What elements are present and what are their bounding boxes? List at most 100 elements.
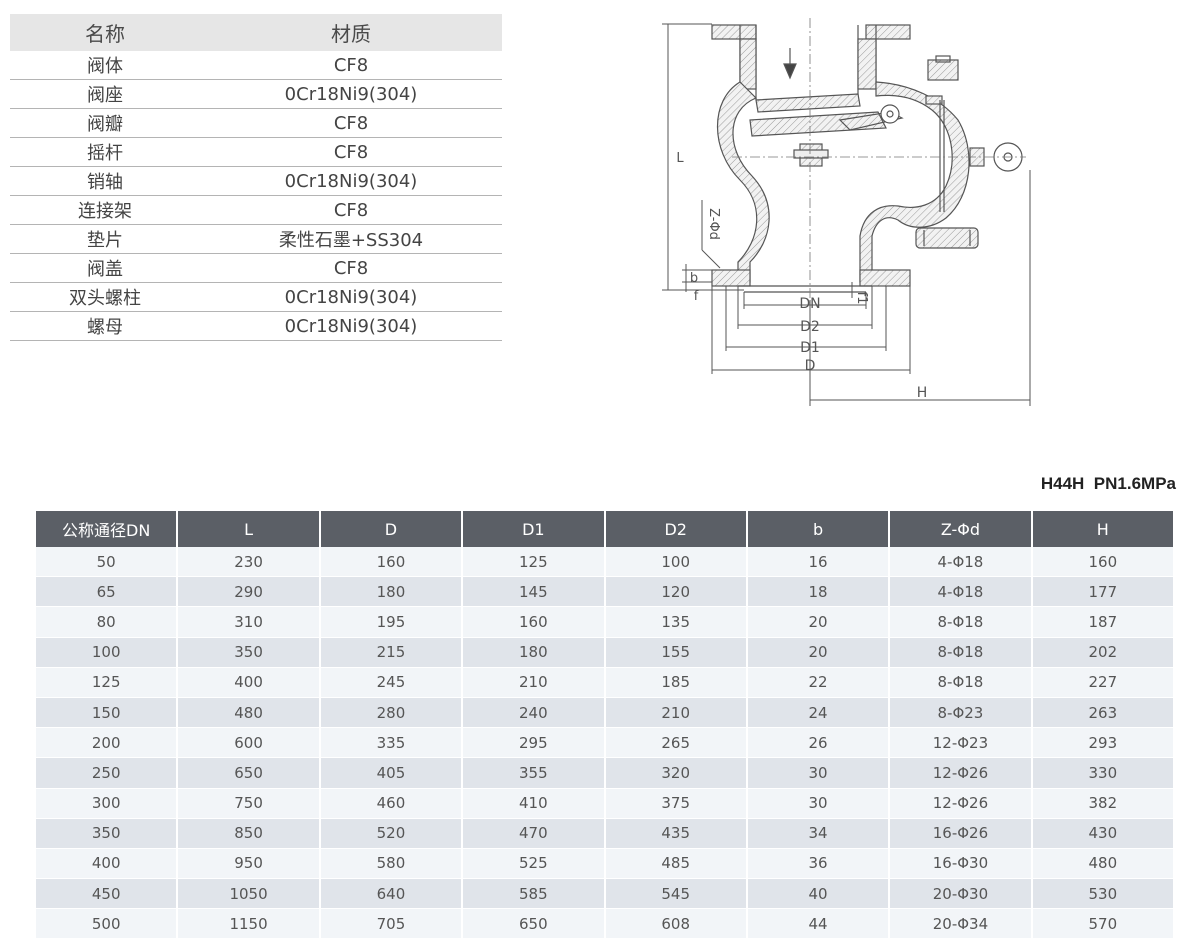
dimensions-cell: 160 <box>1032 547 1173 578</box>
label-f: f <box>694 289 699 304</box>
dimensions-cell: 310 <box>178 607 319 638</box>
dimensions-cell: 263 <box>1032 697 1173 729</box>
dimensions-cell: 435 <box>605 818 746 849</box>
dimensions-cell: 16-Φ26 <box>890 818 1031 849</box>
flow-arrow-icon <box>783 48 797 80</box>
dimensions-cell: 245 <box>320 667 462 698</box>
dimensions-cell: 120 <box>605 577 746 608</box>
dimensions-cell: 20-Φ34 <box>890 909 1031 940</box>
dimensions-cell: 26 <box>747 728 889 759</box>
dimensions-cell: 195 <box>320 607 462 638</box>
materials-row: 垫片柔性石墨+SS304 <box>10 224 502 254</box>
dimensions-cell: 405 <box>320 758 462 789</box>
label-b: b <box>690 271 698 286</box>
dimensions-cell: 320 <box>605 758 746 789</box>
dimensions-cell: 8-Φ18 <box>890 607 1031 638</box>
dimensions-cell: 480 <box>178 697 319 729</box>
dimensions-cell: 355 <box>463 758 604 789</box>
dimensions-cell: 4-Φ18 <box>890 547 1031 578</box>
dimensions-cell: 640 <box>320 879 462 910</box>
dimensions-cell: 650 <box>178 758 319 789</box>
material-value: CF8 <box>200 253 502 283</box>
label-f1: f1 <box>854 292 869 305</box>
valve-body-shell-right <box>859 81 970 283</box>
dimensions-cell: 230 <box>178 547 319 578</box>
dimensions-cell: 485 <box>605 848 746 880</box>
dimensions-cell: 330 <box>1032 758 1173 789</box>
dimensions-cell: 150 <box>36 697 177 729</box>
label-L: L <box>676 151 684 166</box>
dimensions-cell: 20 <box>747 637 889 668</box>
dimensions-cell: 290 <box>178 577 319 608</box>
material-value: 0Cr18Ni9(304) <box>200 282 502 312</box>
side-plug <box>969 142 1023 172</box>
material-value: 0Cr18Ni9(304) <box>200 311 502 341</box>
dimensions-cell: 22 <box>747 667 889 698</box>
dimensions-cell: 705 <box>320 909 462 940</box>
dimensions-header-cell: H <box>1032 511 1173 547</box>
dimensions-cell: 16-Φ30 <box>890 848 1031 880</box>
dimensions-cell: 750 <box>178 788 319 819</box>
dimensions-cell: 80 <box>36 607 177 638</box>
dimensions-cell: 4-Φ18 <box>890 577 1031 608</box>
dimensions-cell: 18 <box>747 577 889 608</box>
dimensions-cell: 12-Φ23 <box>890 728 1031 759</box>
dimensions-cell: 177 <box>1032 577 1173 608</box>
dimensions-header-cell: D <box>320 511 462 547</box>
dimensions-cell: 280 <box>320 697 462 729</box>
materials-header-name: 名称 <box>10 14 200 51</box>
dimensions-header-cell: 公称通径DN <box>36 511 177 547</box>
label-z-phi-d: Z-Φd <box>706 208 721 240</box>
dimensions-header-cell: L <box>178 511 319 547</box>
dimensions-cell: 530 <box>1032 879 1173 910</box>
dimensions-cell: 30 <box>747 788 889 819</box>
dimensions-cell: 8-Φ18 <box>890 667 1031 698</box>
material-value: 0Cr18Ni9(304) <box>200 166 502 196</box>
dimensions-cell: 36 <box>747 848 889 880</box>
dimensions-cell: 227 <box>1032 667 1173 698</box>
material-part-name: 阀盖 <box>10 253 200 283</box>
dimensions-cell: 382 <box>1032 788 1173 819</box>
material-value: 0Cr18Ni9(304) <box>200 79 502 109</box>
dimensions-cell: 1150 <box>178 909 319 940</box>
dimensions-cell: 180 <box>463 637 604 668</box>
material-value: CF8 <box>200 137 502 167</box>
dimensions-cell: 608 <box>605 909 746 940</box>
dimensions-cell: 570 <box>1032 909 1173 940</box>
dimensions-cell: 20-Φ30 <box>890 879 1031 910</box>
material-value: CF8 <box>200 195 502 225</box>
material-part-name: 阀座 <box>10 79 200 109</box>
dimensions-cell: 202 <box>1032 637 1173 668</box>
valve-drawing: L Z-Φd b f f1 DN D2 D1 D H <box>662 18 1031 406</box>
material-part-name: 双头螺柱 <box>10 282 200 312</box>
dimensions-cell: 44 <box>747 909 889 940</box>
dimensions-cell: 600 <box>178 728 319 759</box>
dimensions-cell: 185 <box>605 667 746 698</box>
dimensions-header-cell: D1 <box>463 511 604 547</box>
outlet-flange <box>711 269 911 293</box>
dimensions-cell: 950 <box>178 848 319 880</box>
dimensions-cell: 460 <box>320 788 462 819</box>
dimensions-cell: 210 <box>605 697 746 729</box>
dimensions-cell: 650 <box>463 909 604 940</box>
